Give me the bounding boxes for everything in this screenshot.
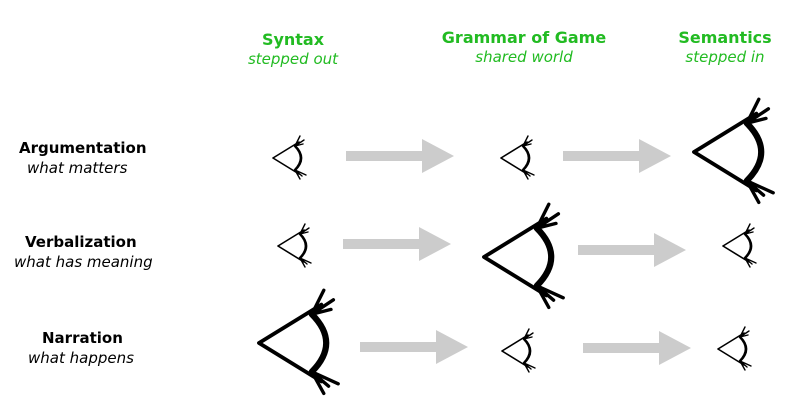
- eye-icon: [694, 99, 773, 202]
- arrow-right-icon: [346, 139, 454, 173]
- eye-icon: [271, 134, 308, 181]
- column-header-syntax: Syntax stepped out: [193, 30, 393, 68]
- eye-icon: [499, 134, 536, 181]
- column-header-semantics: Semantics stepped in: [625, 28, 799, 66]
- row-label-narration: Narration what happens: [28, 328, 208, 368]
- row-subtitle: what has meaning: [14, 253, 153, 271]
- arrow-right-icon: [578, 233, 686, 267]
- row-subtitle: what happens: [28, 349, 134, 367]
- eye-icon: [716, 325, 753, 372]
- row-title: Verbalization: [25, 233, 137, 251]
- column-subtitle: shared world: [475, 48, 573, 66]
- row-title: Narration: [42, 329, 123, 347]
- arrow-right-icon: [343, 227, 451, 261]
- eye-icon: [721, 222, 758, 269]
- column-header-grammar: Grammar of Game shared world: [424, 28, 624, 66]
- arrow-right-icon: [563, 139, 671, 173]
- row-label-argumentation: Argumentation what matters: [18, 138, 198, 178]
- column-title: Semantics: [678, 28, 772, 47]
- column-title: Grammar of Game: [441, 28, 607, 47]
- eye-icon: [484, 204, 563, 307]
- arrow-right-icon: [583, 331, 691, 365]
- eye-icon: [500, 327, 537, 374]
- column-subtitle: stepped in: [685, 48, 765, 66]
- column-title: Syntax: [261, 30, 325, 49]
- eye-icon: [259, 290, 338, 393]
- row-label-verbalization: Verbalization what has meaning: [14, 232, 194, 272]
- row-subtitle: what matters: [27, 159, 128, 177]
- row-title: Argumentation: [19, 139, 147, 157]
- eye-icon: [276, 222, 313, 269]
- column-subtitle: stepped out: [247, 50, 339, 68]
- arrow-right-icon: [360, 330, 468, 364]
